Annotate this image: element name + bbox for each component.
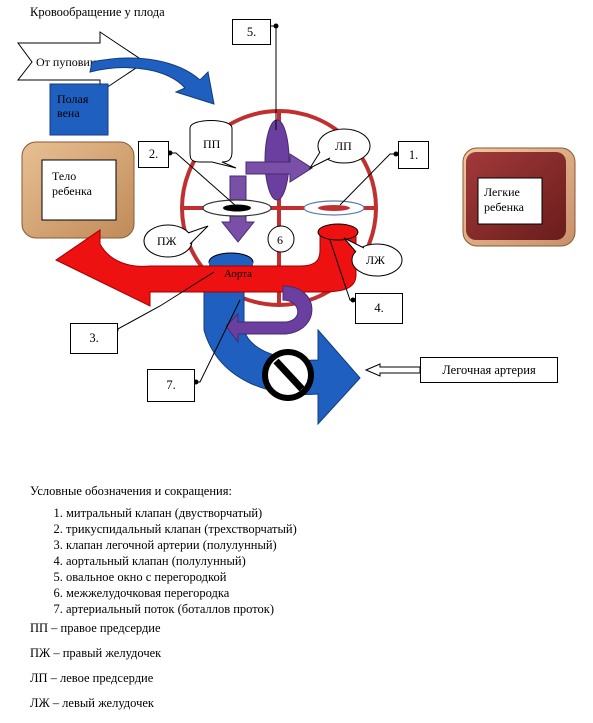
- legend-heading: Условные обозначения и сокращения:: [30, 484, 232, 498]
- vena-cava-label-1: Полая: [57, 92, 89, 106]
- svg-text:Легкие ребенка: Легкие ребенка: [484, 185, 525, 214]
- oval-window: [264, 119, 290, 201]
- legend-item: овальное окно с перегородкой: [66, 569, 297, 585]
- legend-item: митральный клапан (двустворчатый): [66, 505, 297, 521]
- pulmonary-pointer-arrow: [364, 363, 421, 377]
- lungs-label-2: ребенка: [484, 200, 525, 214]
- lp-label: ЛП: [335, 139, 352, 153]
- body-box: [21, 141, 135, 239]
- abbr-lp: ЛП – левое предсердие: [30, 671, 154, 685]
- vena-cava-label-2: вена: [57, 106, 80, 120]
- purple-arrow-right: [245, 153, 313, 183]
- fetal-circulation-diagram: От пуповины Полая вена Тело ребенка Легк…: [16, 23, 576, 426]
- body-label-2: ребенка: [52, 184, 93, 198]
- lungs-box: [462, 147, 576, 247]
- legend-item: аортальный клапан (полулунный): [66, 553, 297, 569]
- pp-bubble: [189, 120, 237, 169]
- num-box-1: 1.: [398, 141, 429, 169]
- svg-text:Полая вена: Полая вена: [57, 92, 91, 120]
- page-title: Кровообращение у плода: [30, 5, 165, 19]
- septum-circle: [267, 225, 295, 253]
- num-box-5: 5.: [232, 19, 271, 45]
- pzh-label: ПЖ: [157, 234, 177, 248]
- lzh-bubble: [343, 237, 403, 277]
- tricuspid-valve: [202, 199, 272, 217]
- abbr-pzh: ПЖ – правый желудочек: [30, 646, 162, 660]
- septum-number: 6: [277, 233, 283, 247]
- pp-label: ПП: [203, 137, 221, 151]
- pulmonary-valve-closed-icon: [262, 349, 314, 401]
- aorta-red-arrow: [55, 229, 357, 307]
- lzh-label: ЛЖ: [366, 253, 385, 267]
- aorta-label: Аорта: [224, 268, 252, 280]
- lungs-label-1: Легкие: [484, 185, 520, 199]
- body-label-1: Тело: [52, 169, 76, 183]
- num-box-4: 4.: [355, 293, 403, 324]
- abbr-lzh: ЛЖ – левый желудочек: [30, 696, 154, 710]
- svg-text:Тело ребенка: Тело ребенка: [52, 169, 93, 198]
- pulmonary-artery-box: Легочная артерия: [420, 357, 558, 383]
- legend-item: артериальный поток (боталлов проток): [66, 601, 297, 617]
- abbr-pp: ПП – правое предсердие: [30, 621, 161, 635]
- aortic-valve: [317, 223, 359, 241]
- legend-item: трикуспидальный клапан (трехстворчатый): [66, 521, 297, 537]
- placenta-label: От пуповины: [36, 55, 104, 69]
- num-box-7: 7.: [147, 369, 195, 402]
- vena-cava-block: [49, 83, 109, 136]
- lp-bubble: [308, 128, 371, 170]
- vena-cava-arrow: [89, 57, 215, 105]
- num-box-3: 3.: [70, 323, 118, 354]
- pzh-bubble: [143, 224, 209, 258]
- legend-item: клапан легочной артерии (полулунный): [66, 537, 297, 553]
- ductus-purple-arrow: [225, 285, 313, 344]
- legend-list: митральный клапан (двустворчатый) трикус…: [30, 505, 297, 617]
- mitral-valve: [303, 200, 365, 216]
- legend: Условные обозначения и сокращения: митра…: [30, 484, 297, 617]
- legend-item: межжелудочковая перегородка: [66, 585, 297, 601]
- num-box-2: 2.: [138, 141, 169, 168]
